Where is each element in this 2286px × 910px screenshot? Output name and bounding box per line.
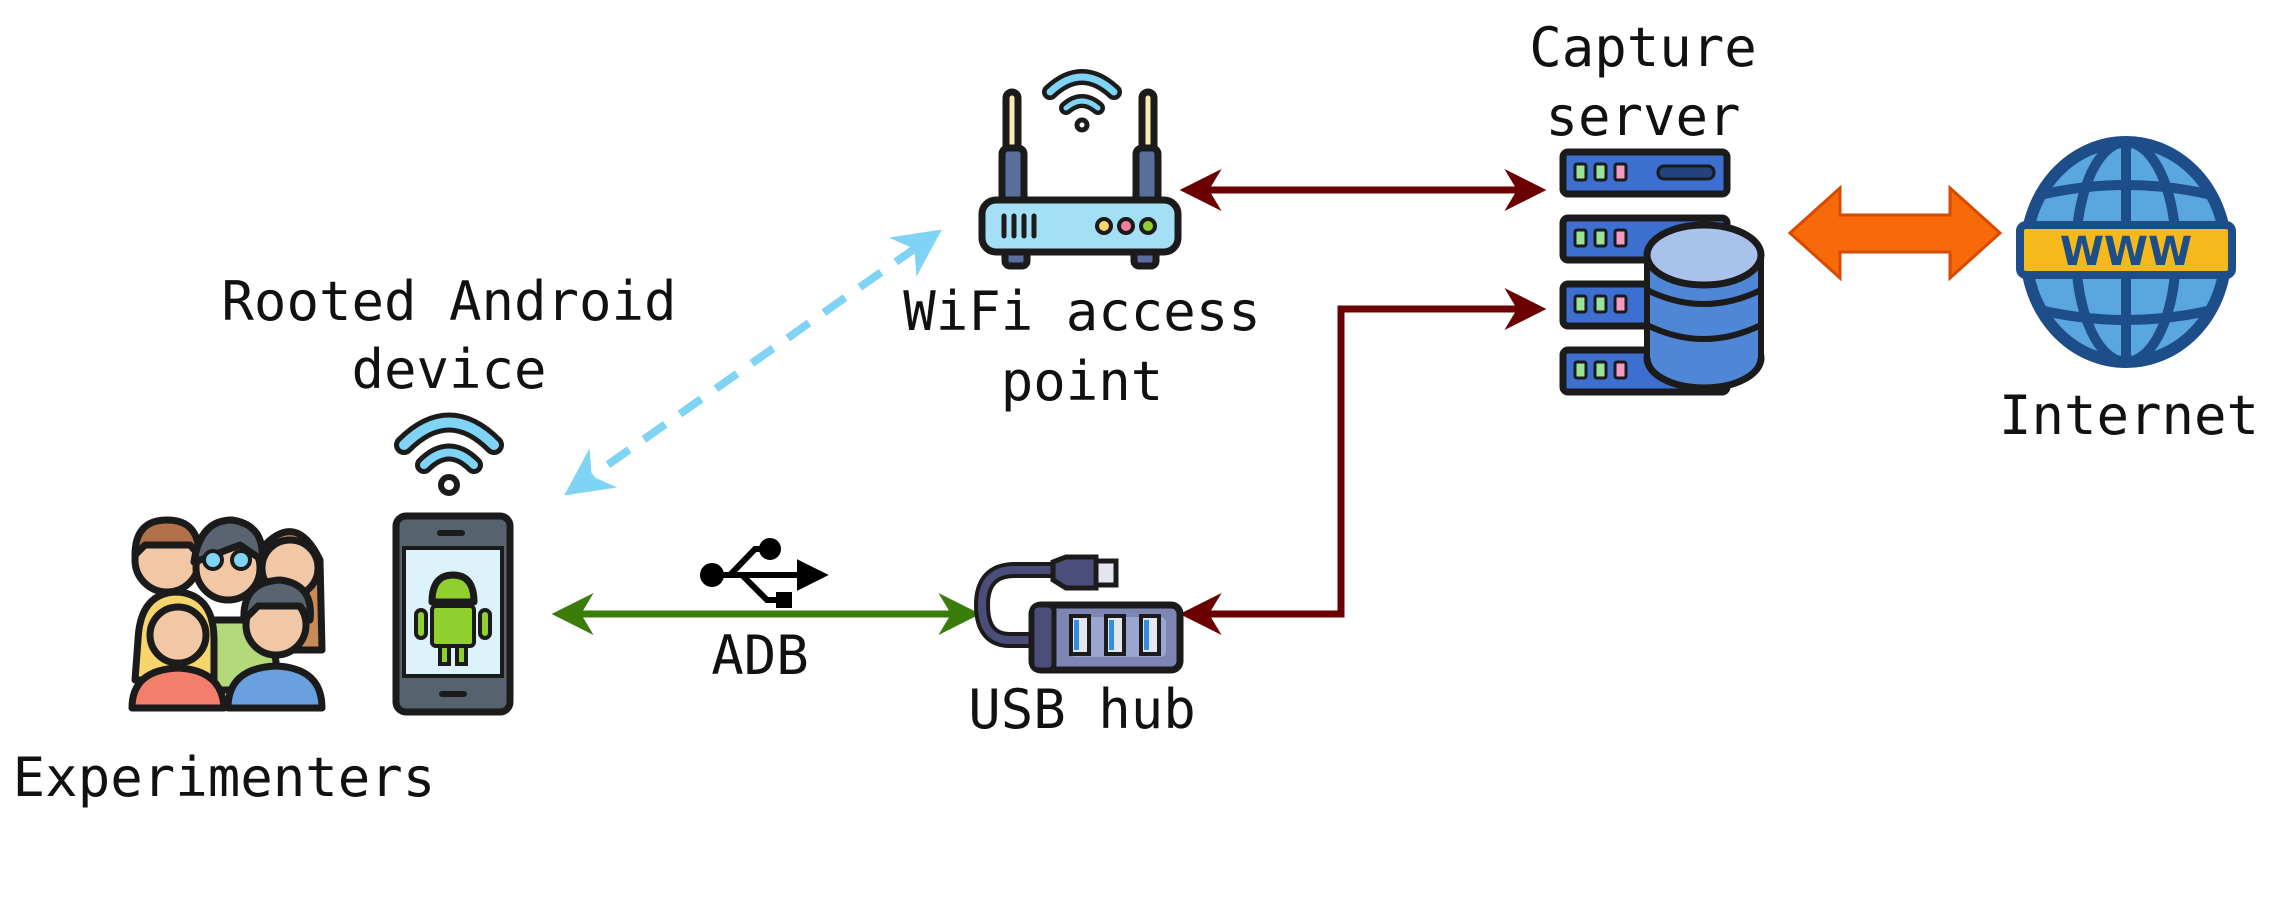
wifi-router-icon <box>978 69 1182 270</box>
router-label-line2: point <box>1001 350 1164 413</box>
globe-www-text: WWW <box>2060 229 2192 275</box>
hub-server-arrow <box>1179 288 1547 635</box>
server-label-line2: server <box>1545 85 1740 148</box>
android-phone-icon <box>392 512 514 716</box>
experimenters-label: Experimenters <box>13 746 436 809</box>
server-database-icon <box>1559 148 1765 392</box>
wifi-link-arrow <box>564 229 942 496</box>
usb-hub-label: USB hub <box>968 678 1196 741</box>
usb-symbol-icon <box>700 538 829 608</box>
phone-label-line1: Rooted Android <box>221 270 676 333</box>
adb-label: ADB <box>711 624 809 687</box>
usb-hub-icon <box>973 554 1184 674</box>
router-label-line1: WiFi access <box>903 280 1261 343</box>
internet-label: Internet <box>1999 384 2259 447</box>
people-group-icon <box>128 516 326 712</box>
server-label-line1: Capture <box>1529 16 1757 79</box>
www-globe-icon: WWW <box>2016 136 2236 368</box>
phone-label-line2: device <box>351 338 546 401</box>
internet-link-arrow <box>1787 184 2003 282</box>
phone-wifi-icon <box>394 412 504 496</box>
